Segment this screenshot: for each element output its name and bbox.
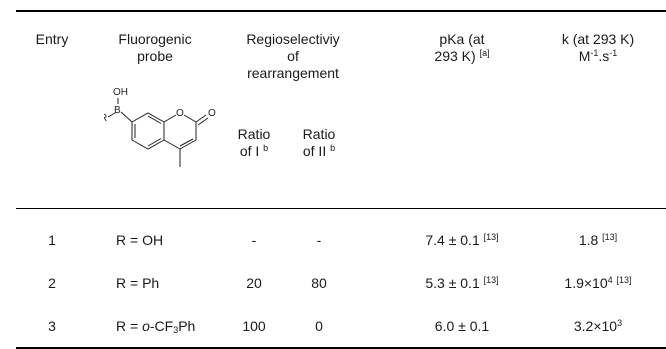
row-3-entry: 3	[48, 318, 56, 334]
label-r: R	[104, 113, 107, 124]
header-pka-note: [a]	[479, 48, 490, 58]
ring-bond-c4-c4a	[163, 139, 181, 150]
ring-bond-c8a-o	[163, 114, 177, 123]
row-1-ratio-i: -	[251, 232, 257, 248]
row-2-k: 1.9×104 [13]	[564, 275, 632, 291]
carbonyl-bond-1	[195, 114, 207, 123]
row-3-k: 3.2×103	[573, 318, 623, 334]
row-1-k: 1.8 [13]	[578, 232, 618, 248]
boron-r-bond	[107, 112, 116, 118]
row-2-probe: R = Ph	[116, 275, 160, 291]
header-ratio-ii: Ratio of II b	[302, 126, 336, 159]
row-1-entry: 1	[48, 232, 56, 248]
table-header-rule	[16, 208, 666, 209]
ring-double-bond-c3-c4	[179, 138, 194, 147]
label-carbonyl-o: O	[208, 108, 216, 119]
benzene-ring	[131, 112, 165, 150]
aryl-boron-bond	[120, 111, 133, 123]
row-1-ratio-ii: -	[316, 232, 322, 248]
header-rate-constant: k (at 293 K) M-1.s-1	[561, 31, 635, 64]
label-oh: OH	[113, 87, 128, 98]
header-ratio-i: Ratio of I b	[237, 126, 271, 159]
row-1-probe: R = OH	[116, 232, 164, 248]
header-probe: Fluorogenic probe	[118, 31, 192, 64]
row-3-ratio-i: 100	[242, 318, 266, 334]
row-3-pka: 6.0 ± 0.1	[434, 318, 490, 334]
row-2-ratio-ii: 80	[311, 275, 327, 291]
carbonyl-bond-2	[197, 117, 209, 126]
benzene-double-bond-1	[147, 138, 162, 147]
label-ring-o: O	[176, 108, 184, 119]
label-b: B	[114, 105, 121, 116]
header-entry: Entry	[35, 31, 69, 47]
header-pka: pKa (at 293 K) [a]	[434, 31, 490, 64]
table-top-rule	[16, 10, 666, 12]
coumarin-boronic-acid-structure: OH B R O O	[104, 87, 216, 167]
table-bottom-rule	[16, 347, 666, 349]
row-3-probe: R = o-CF3Ph	[116, 318, 196, 335]
header-regioselectivity: Regioselectiviy of rearrangement	[246, 31, 340, 81]
row-1-pka: 7.4 ± 0.1 [13]	[425, 232, 499, 248]
row-2-entry: 2	[48, 275, 56, 291]
row-2-ratio-i: 20	[246, 275, 262, 291]
benzene-double-bond-3	[147, 115, 162, 124]
row-2-pka: 5.3 ± 0.1 [13]	[425, 275, 499, 291]
row-3-ratio-ii: 0	[315, 318, 323, 334]
ring-bond-o-c2	[183, 114, 197, 123]
ring-bond-c3-c4	[179, 139, 197, 150]
